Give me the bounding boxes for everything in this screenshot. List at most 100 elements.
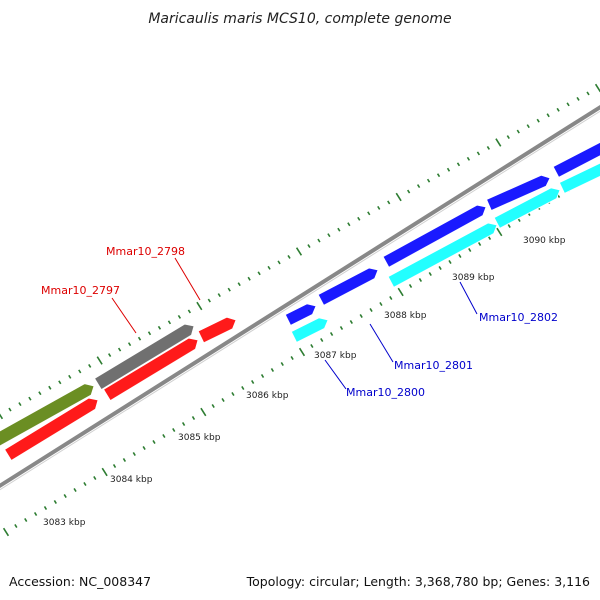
outer-tick-mark (8, 407, 12, 412)
outer-tick-mark (337, 227, 341, 232)
backbone-line-highlight (0, 110, 600, 491)
inner-tick-mark (251, 380, 255, 384)
inner-tick-mark (487, 236, 492, 240)
scale-label: 3086 kbp (246, 391, 289, 401)
inner-tick-mark (211, 404, 215, 408)
scale-label: 3088 kbp (384, 311, 427, 321)
outer-tick-mark (28, 396, 32, 401)
gene-labels: Mmar10_2798Mmar10_2797Mmar10_2802Mmar10_… (41, 245, 558, 399)
outer-tick-mark (267, 265, 271, 270)
outer-tick-mark (367, 211, 371, 216)
outer-tick-mark (38, 391, 42, 396)
outer-tick-mark (237, 282, 241, 287)
outer-tick-mark (476, 151, 481, 156)
gene-mmar10-2800-blue (284, 303, 317, 326)
inner-tick-mark (142, 446, 146, 450)
outer-tick-mark (287, 255, 291, 259)
outer-tick-mark (526, 124, 530, 129)
inner-tick-mark (298, 347, 306, 357)
scale-label: 3084 kbp (110, 475, 153, 485)
gene-mmar10-2797-a-shade (11, 408, 96, 462)
gene-label-leader (174, 257, 201, 301)
outer-tick-mark (0, 413, 4, 420)
outer-tick-mark (68, 374, 72, 379)
gene-blue-c-shade (388, 215, 484, 268)
outer-tick-mark (147, 331, 152, 336)
gene-red-short (197, 316, 237, 344)
outer-tick-mark (486, 146, 491, 150)
inner-tick-mark (320, 338, 324, 342)
inner-tick-mark (2, 527, 10, 537)
inner-tick-mark (418, 278, 423, 282)
outer-tick-mark (167, 320, 172, 325)
outer-tick-mark (157, 325, 162, 330)
gene-red-short-shade (203, 328, 233, 344)
outer-tick-mark (58, 380, 62, 385)
inner-tick-mark (468, 248, 472, 252)
gene-label-text: Mmar10_2800 (346, 386, 425, 399)
outer-tick-mark (18, 402, 22, 407)
outer-tick-mark (546, 113, 550, 118)
inner-tick-mark (290, 356, 294, 360)
outer-tick-mark (48, 385, 52, 390)
outer-tick-mark (576, 96, 580, 101)
outer-tick-mark (416, 184, 421, 189)
inner-tick-mark (43, 506, 48, 510)
inner-tick-mark (200, 407, 207, 417)
inner-tick-mark (132, 452, 136, 456)
scale-label: 3087 kbp (314, 351, 357, 361)
outer-tick-mark (317, 238, 321, 243)
inner-tick-mark (339, 326, 344, 330)
outer-tick-mark (495, 138, 502, 147)
inner-tick-mark (63, 494, 67, 498)
inner-tick-mark (428, 272, 432, 276)
outer-tick-mark (466, 156, 471, 161)
gene-label-leader (324, 359, 347, 390)
gene-blue-c (382, 204, 487, 268)
outer-tick-mark (327, 233, 331, 238)
inner-tick-mark (310, 344, 314, 348)
gene-blue-b (317, 267, 379, 306)
gene-blue-d (486, 174, 551, 212)
outer-tick-mark (566, 102, 570, 107)
inner-tick-mark (53, 500, 57, 504)
accession-text: Accession: NC_008347 (9, 574, 151, 589)
outer-tick-mark (506, 135, 510, 139)
gene-blue-e-shade (558, 155, 600, 178)
scale-label: 3085 kbp (178, 433, 221, 443)
gene-label-text: Mmar10_2797 (41, 284, 120, 297)
gene-features (0, 141, 600, 472)
outer-tick-mark (187, 309, 192, 314)
outer-tick-mark (516, 129, 520, 134)
gene-mmar10-2802-shade (393, 233, 494, 288)
outer-tick-mark (536, 118, 540, 123)
gene-mmar10-2800-blue-shade (290, 313, 313, 326)
inner-tick-mark (73, 488, 77, 492)
inner-tick-mark (270, 368, 275, 372)
inner-tick-mark (379, 302, 383, 306)
inner-tick-mark (191, 416, 196, 420)
outer-tick-mark (127, 342, 132, 347)
gene-cyan-c (558, 162, 600, 194)
gene-label-leader (459, 281, 478, 315)
inner-tick-mark (112, 464, 117, 468)
inner-tick-mark (438, 266, 442, 270)
gene-olive (0, 383, 95, 447)
gene-cyan-b-shade (499, 198, 557, 229)
inner-tick-mark (231, 392, 235, 396)
inner-tick-mark (349, 320, 353, 324)
gene-label-text: Mmar10_2801 (394, 359, 473, 372)
inner-tick-mark (172, 428, 176, 432)
gene-label-text: Mmar10_2798 (106, 245, 185, 258)
map-title: Maricaulis maris MCS10, complete genome (148, 11, 451, 27)
outer-tick-mark (395, 192, 402, 202)
outer-tick-mark (96, 356, 103, 365)
outer-tick-mark (137, 336, 142, 341)
outer-tick-mark (117, 347, 122, 352)
gene-label-leader (111, 297, 137, 334)
gene-cyan-b (493, 187, 561, 229)
backbone-line-outer (0, 104, 600, 489)
gene-olive-shade (0, 394, 92, 447)
outer-tick-mark (436, 173, 441, 178)
inner-tick-mark (24, 518, 28, 522)
